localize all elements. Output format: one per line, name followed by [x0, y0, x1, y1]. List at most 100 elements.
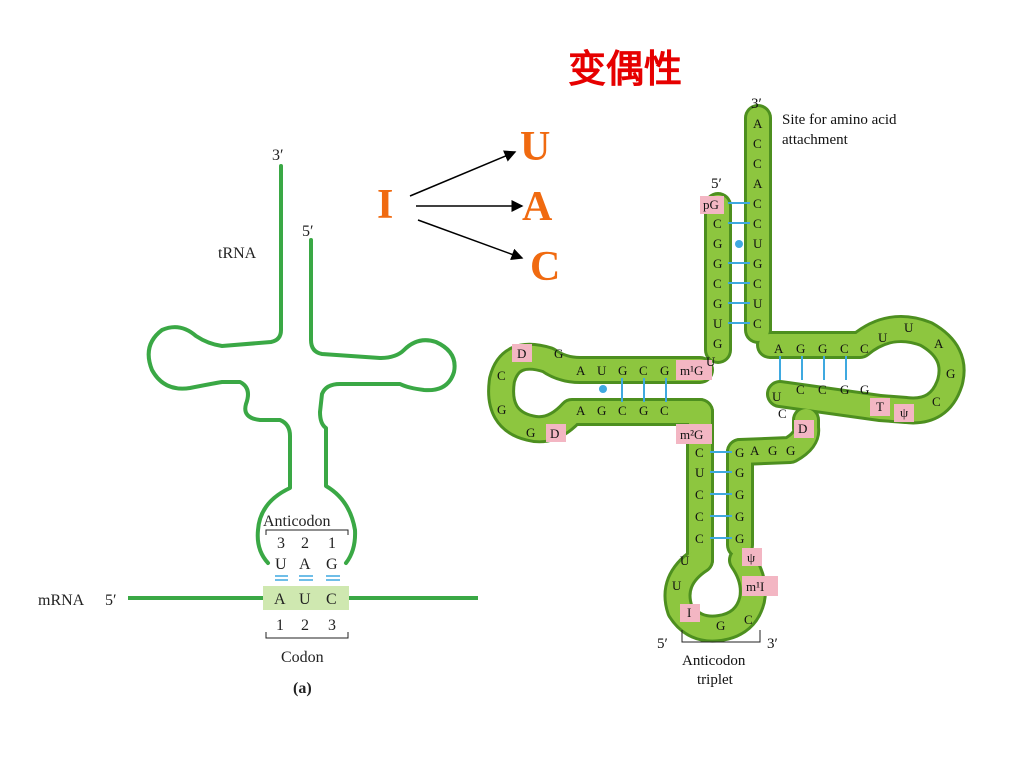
svg-text:G: G	[818, 341, 827, 356]
page-title: 变偶性	[568, 47, 682, 91]
svg-text:G: G	[840, 382, 849, 397]
codon-bracket	[265, 632, 349, 639]
svg-text:D: D	[517, 346, 526, 361]
svg-text:G: G	[753, 256, 762, 271]
site-label-2: attachment	[782, 132, 849, 148]
anticodon-triplet-1: Anticodon	[682, 653, 746, 669]
svg-text:C: C	[753, 316, 762, 331]
mrna-label: mRNA	[38, 592, 85, 609]
svg-text:C: C	[713, 216, 722, 231]
anticodon-base-1: U	[275, 556, 287, 573]
svg-text:G: G	[860, 382, 869, 397]
svg-text:C: C	[753, 276, 762, 291]
svg-text:G: G	[768, 443, 777, 458]
svg-text:G: G	[497, 402, 506, 417]
svg-text:C: C	[639, 363, 648, 378]
svg-text:G: G	[554, 346, 563, 361]
variable-region: C D A G G	[750, 406, 807, 458]
site-label-1: Site for amino acid	[782, 112, 897, 128]
trna-strand-right	[309, 238, 457, 565]
svg-text:C: C	[932, 394, 941, 409]
wobble-group: I U A C	[377, 124, 560, 290]
svg-text:A: A	[774, 341, 784, 356]
anticodon-pos-2: 2	[301, 535, 309, 552]
codon-base-1: A	[274, 591, 286, 608]
svg-text:G: G	[735, 445, 744, 460]
svg-text:G: G	[713, 236, 722, 251]
bottom-5prime: 5′	[657, 636, 668, 652]
svg-text:C: C	[860, 341, 869, 356]
panel-a-letter: (a)	[293, 680, 312, 697]
wobble-target-a: A	[522, 184, 553, 230]
svg-text:A: A	[934, 336, 944, 351]
svg-text:C: C	[695, 531, 704, 546]
panel-a-5prime: 5′	[302, 223, 314, 240]
anticodon-pos-3: 1	[328, 535, 336, 552]
svg-text:T: T	[876, 399, 884, 414]
base-pairs	[621, 202, 847, 539]
svg-text:A: A	[750, 443, 760, 458]
arrow-to-c	[417, 219, 524, 261]
svg-text:U: U	[753, 236, 763, 251]
panel-b: 3′ Site for amino acid attachment 5′ A C…	[487, 96, 966, 688]
svg-text:G: G	[526, 425, 535, 440]
svg-text:G: G	[713, 336, 722, 351]
svg-text:C: C	[753, 216, 762, 231]
svg-text:C: C	[753, 136, 762, 151]
svg-text:D: D	[550, 426, 559, 441]
mrna-5prime: 5′	[105, 592, 117, 609]
svg-text:A: A	[753, 116, 763, 131]
svg-text:C: C	[695, 445, 704, 460]
svg-text:G: G	[618, 363, 627, 378]
svg-text:G: G	[786, 443, 795, 458]
svg-text:C: C	[618, 403, 627, 418]
svg-text:U: U	[713, 316, 723, 331]
svg-text:G: G	[735, 465, 744, 480]
svg-text:G: G	[713, 256, 722, 271]
codon-pairing-lines	[275, 575, 340, 581]
svg-text:m²G: m²G	[680, 427, 703, 442]
anticodon-label: Anticodon	[263, 513, 331, 530]
svg-text:I: I	[687, 605, 691, 620]
codon-highlight	[263, 586, 349, 610]
svg-text:C: C	[660, 403, 669, 418]
svg-text:G: G	[597, 403, 606, 418]
svg-text:ψ: ψ	[747, 550, 755, 565]
svg-text:G: G	[713, 296, 722, 311]
svg-text:D: D	[798, 421, 807, 436]
svg-text:G: G	[735, 509, 744, 524]
acceptor-5-strand: pG C G G C G U G U	[703, 197, 723, 369]
svg-text:A: A	[576, 403, 586, 418]
svg-text:pG: pG	[703, 197, 719, 212]
panel-a: 3′ 5′ tRNA Anticodon 3 2 1 U A G mRNA 5′…	[38, 147, 478, 697]
svg-text:C: C	[695, 509, 704, 524]
svg-text:m¹I: m¹I	[746, 579, 764, 594]
wobble-target-u: U	[520, 124, 550, 170]
anticodon-triplet-2: triplet	[697, 672, 734, 688]
trna-strand	[146, 164, 292, 565]
gu-dot-d-arm	[599, 385, 607, 393]
svg-text:C: C	[695, 487, 704, 502]
codon-pos-2: 2	[301, 617, 309, 634]
codon-pos-3: 3	[328, 617, 336, 634]
wobble-target-c: C	[530, 244, 560, 290]
svg-text:G: G	[796, 341, 805, 356]
svg-text:U: U	[695, 465, 705, 480]
codon-base-2: U	[299, 591, 311, 608]
svg-text:G: G	[716, 618, 725, 633]
panel-b-5prime: 5′	[711, 176, 722, 192]
d-arm: A U G C G A G C G C D G C G G D m¹G m²G	[497, 346, 703, 442]
svg-text:C: C	[778, 406, 787, 421]
t-arm: A G G C C U C C G G U U A G C ψ T	[772, 320, 955, 420]
anticodon-stem: C U C C C G G G G G	[695, 445, 744, 546]
anticodon-bracket	[265, 529, 349, 535]
anticodon-base-2: A	[299, 556, 311, 573]
bottom-3prime: 3′	[767, 636, 778, 652]
svg-text:C: C	[840, 341, 849, 356]
svg-text:G: G	[946, 366, 955, 381]
panel-b-3prime: 3′	[751, 96, 762, 112]
codon-base-3: C	[326, 591, 337, 608]
svg-text:A: A	[576, 363, 586, 378]
anticodon-loop: U U I G C m¹I ψ	[672, 550, 764, 633]
